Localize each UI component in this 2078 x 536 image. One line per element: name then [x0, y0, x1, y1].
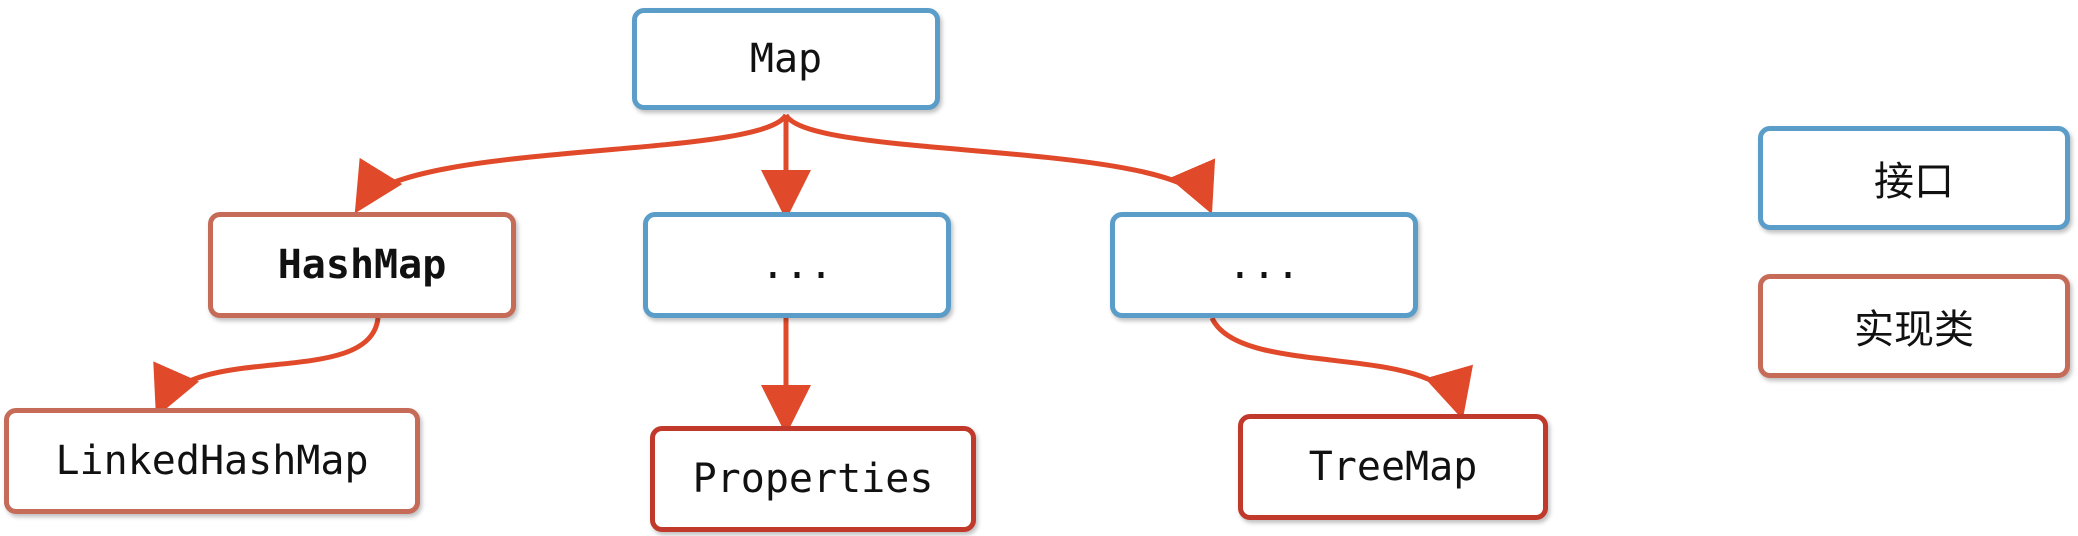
legend-interface: 接口 — [1758, 126, 2070, 230]
arrow-map-to-hashmap — [354, 113, 789, 214]
node-hashmap: HashMap — [208, 212, 516, 318]
node-map: Map — [632, 8, 940, 110]
arrow-map-to-right — [783, 113, 1215, 215]
node-ellipsis-middle: ... — [643, 212, 951, 318]
legend-interface-label: 接口 — [1874, 159, 1954, 205]
node-ellipsis-right: ... — [1110, 212, 1418, 318]
legend-implementation-label: 实现类 — [1854, 307, 1974, 353]
node-map-label: Map — [749, 36, 823, 82]
legend-implementation: 实现类 — [1758, 274, 2070, 378]
arrow-hashmap-to-linkedhashmap — [153, 317, 381, 418]
node-hashmap-label: HashMap — [277, 242, 447, 288]
node-ellipsis-right-label: ... — [1227, 242, 1301, 288]
node-ellipsis-middle-label: ... — [760, 242, 834, 288]
node-linkedhashmap: LinkedHashMap — [4, 408, 420, 514]
node-linkedhashmap-label: LinkedHashMap — [55, 438, 369, 484]
node-treemap: TreeMap — [1238, 414, 1548, 520]
node-properties: Properties — [650, 426, 976, 532]
node-properties-label: Properties — [692, 456, 934, 502]
arrow-right-to-treemap — [1209, 316, 1473, 420]
node-treemap-label: TreeMap — [1308, 444, 1478, 490]
